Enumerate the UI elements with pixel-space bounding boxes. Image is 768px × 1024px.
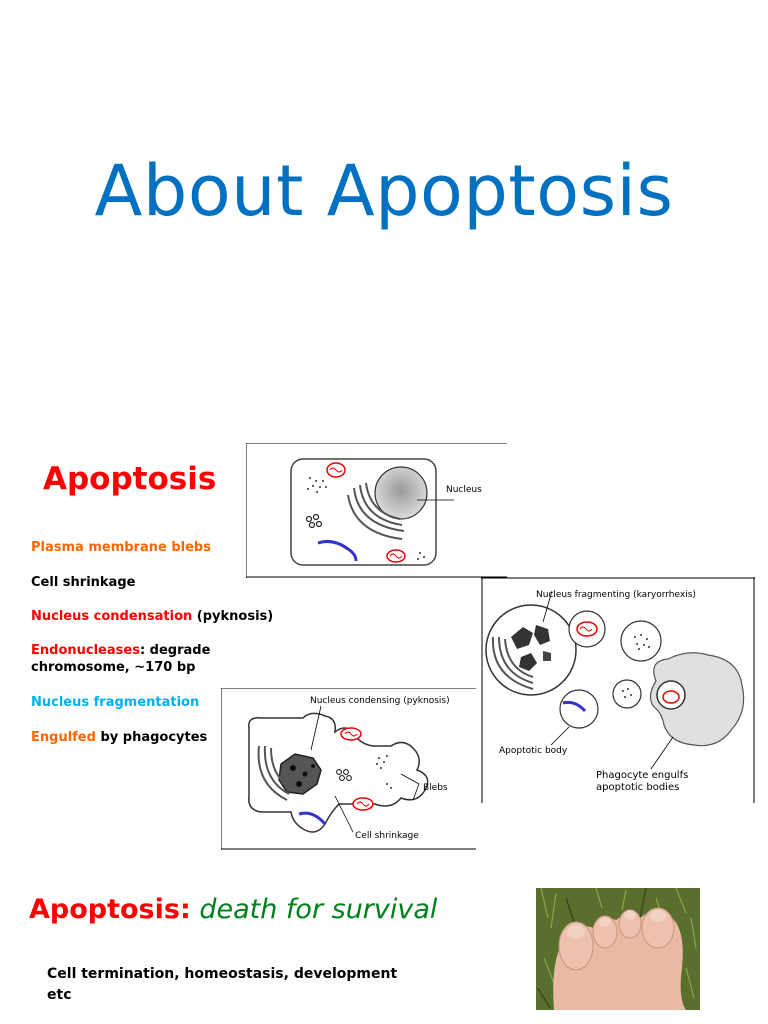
toes-photo bbox=[536, 888, 700, 1010]
phagocyte-label-line2: apoptotic bodies bbox=[596, 782, 679, 793]
list-item-part: Nucleus condensation bbox=[31, 609, 193, 624]
list-item: Cell shrinkage bbox=[31, 574, 135, 591]
endoplasmic-reticulum bbox=[317, 540, 358, 562]
fragmenting-cell bbox=[485, 604, 577, 696]
list-item-part: Plasma membrane blebs bbox=[31, 540, 211, 555]
list-item-part: Cell shrinkage bbox=[31, 575, 136, 590]
section-heading-apoptosis: Apoptosis bbox=[43, 461, 217, 497]
list-item-part: (pyknosis) bbox=[192, 609, 274, 624]
heading-red-part: Apoptosis: bbox=[29, 894, 191, 925]
phagocyte bbox=[649, 652, 745, 747]
list-item: Nucleus condensation (pyknosis) bbox=[31, 608, 273, 625]
page-title: About Apoptosis bbox=[94, 150, 674, 232]
blebs-label: Blebs bbox=[423, 783, 448, 793]
survival-description: Cell termination, homeostasis, developme… bbox=[47, 966, 398, 1003]
nucleus-label: Nucleus bbox=[446, 485, 482, 495]
section-heading-survival: Apoptosis: death for survival bbox=[29, 894, 437, 925]
nucleus bbox=[374, 466, 428, 520]
list-item-part: Engulfed bbox=[31, 730, 96, 745]
fragmenting-label: Nucleus fragmenting (karyorrhexis) bbox=[536, 590, 696, 600]
phagocyte-label-line1: Phagocyte engulfs bbox=[596, 770, 688, 781]
shrinkage-label: Cell shrinkage bbox=[355, 831, 419, 841]
condensed-nucleus bbox=[278, 753, 322, 795]
apoptotic-body-label: Apoptotic body bbox=[499, 746, 568, 756]
blebbing-cell bbox=[248, 712, 429, 833]
list-item-part: : degrade chromosome, ~170 bp bbox=[31, 643, 211, 675]
list-item-part: by phagocytes bbox=[95, 730, 208, 745]
fragmentation-diagram: Nucleus fragmenting (karyorrhexis) Apopt… bbox=[481, 577, 755, 803]
apoptotic-body bbox=[559, 689, 599, 729]
list-item: Plasma membrane blebs bbox=[31, 539, 211, 556]
list-item-part: Nucleus fragmentation bbox=[31, 695, 200, 710]
list-item: Endonucleases: degrade chromosome, ~170 … bbox=[31, 642, 216, 676]
list-item: Engulfed by phagocytes bbox=[31, 729, 207, 746]
list-item: Nucleus fragmentation bbox=[31, 694, 199, 711]
heading-green-part: death for survival bbox=[199, 894, 438, 925]
normal-cell-diagram: Nucleus bbox=[246, 443, 507, 578]
list-item-part: Endonucleases bbox=[31, 643, 140, 658]
condensing-cell-diagram: Nucleus condensing (pyknosis) Blebs Cell… bbox=[221, 688, 476, 850]
condensing-label: Nucleus condensing (pyknosis) bbox=[310, 696, 450, 706]
